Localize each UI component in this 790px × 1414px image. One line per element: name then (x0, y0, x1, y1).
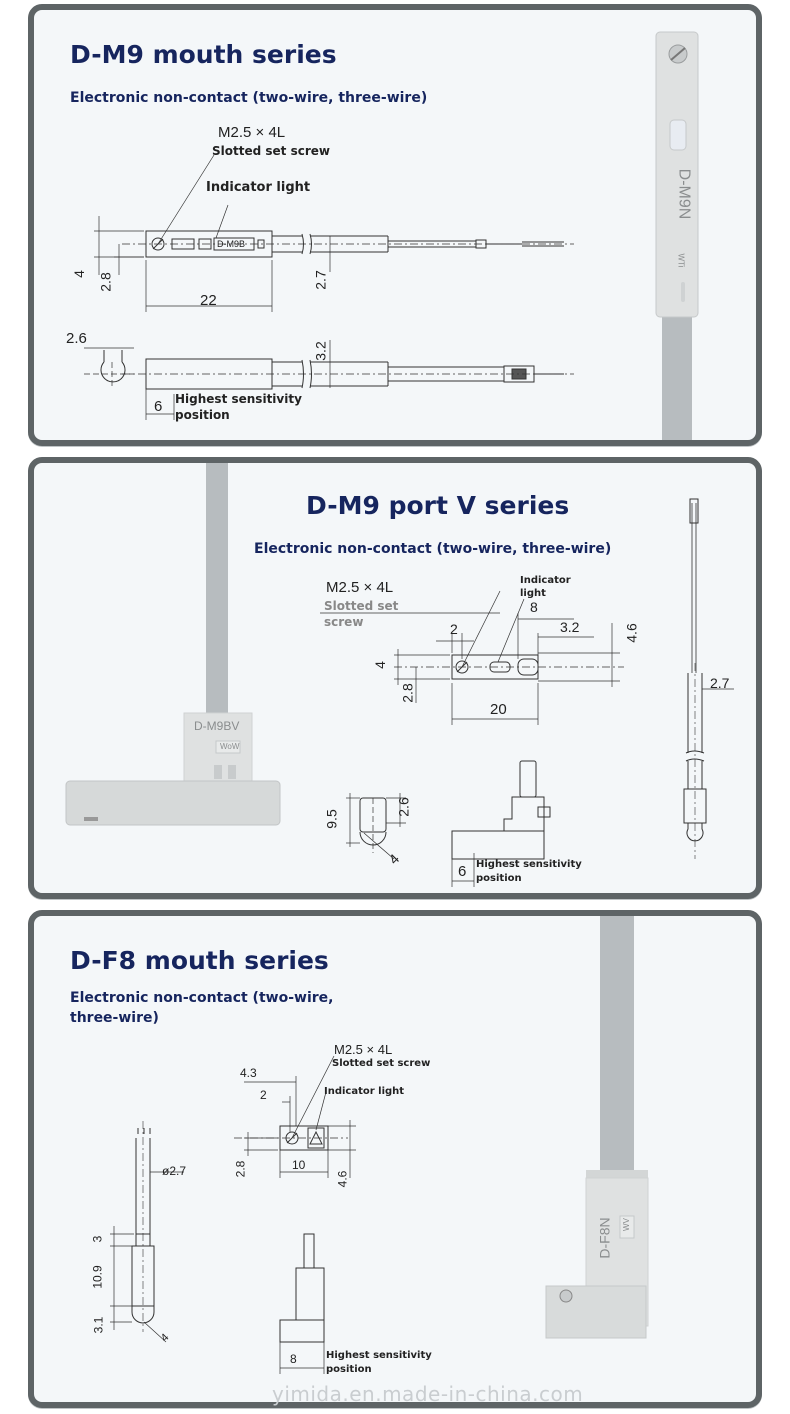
product-model-text: D-M9N (675, 168, 693, 220)
panel-subtitle: Electronic non-contact (two-wire, three-… (254, 541, 612, 557)
dim-4: 4 (371, 661, 388, 669)
dim-3-1: 3.1 (91, 1316, 106, 1334)
sensor-body-top-view (279, 1125, 329, 1151)
dim-4-6: 4.6 (623, 623, 640, 643)
screw-name-label-2: screw (324, 615, 364, 629)
dim-2: 2 (260, 1088, 267, 1102)
product-sub-text: WTi (676, 253, 686, 268)
dimension-drawing (84, 31, 699, 440)
dim-20: 20 (490, 701, 507, 718)
indicator-light-label: Indicator light (324, 1086, 405, 1097)
panel-d-m9-port-v: D-M9 port V series Electronic non-contac… (28, 457, 762, 899)
dim-2-6: 2.6 (395, 797, 412, 817)
panel-d-m9-mouth: D-M9 mouth series Electronic non-contact… (28, 4, 762, 446)
dim-8: 8 (530, 599, 538, 615)
panel-d-f8-mouth: D-F8 mouth series Electronic non-contact… (28, 910, 762, 1408)
panel-subtitle: Electronic non-contact (two-wire, three-… (70, 90, 428, 106)
dim-3: 3 (90, 1235, 105, 1243)
dim-2-8: 2.8 (233, 1160, 248, 1178)
screw-name-label: Slotted set screw (212, 144, 330, 158)
sensitivity-label-1: Highest sensitivity (326, 1350, 432, 1361)
product-photo-d-m9n (655, 31, 699, 440)
dim-2-6: 2.6 (66, 330, 87, 347)
sensitivity-label-2: position (476, 873, 522, 884)
screw-spec-label: M2.5 × 4L (334, 1042, 393, 1057)
model-mark-text: D-M9B (217, 239, 246, 249)
sensitivity-label-2: position (175, 408, 230, 422)
panel-subtitle-2: three-wire) (70, 1010, 159, 1026)
sensitivity-label-1: Highest sensitivity (476, 859, 582, 870)
panel-title: D-M9 port V series (306, 491, 570, 520)
watermark: yimida.en.made-in-china.com (272, 1382, 584, 1406)
dim-22: 22 (200, 292, 217, 309)
dim-2-8: 2.8 (97, 272, 114, 292)
dim-3-2: 3.2 (312, 341, 329, 361)
dim-6: 6 (458, 863, 467, 880)
screw-name-label: Slotted set screw (332, 1058, 431, 1069)
dim-8: 8 (290, 1352, 297, 1366)
product-sub-text: WoW (220, 742, 240, 751)
product-photo-d-f8n (545, 916, 649, 1339)
indicator-light-label: Indicator light (206, 180, 311, 195)
indicator-light-label-2: light (520, 588, 546, 599)
dim-2-7: 2.7 (312, 270, 329, 290)
dim-3-2: 3.2 (560, 619, 580, 635)
dim-2: 2 (450, 621, 458, 637)
dim-9-5: 9.5 (323, 809, 340, 829)
product-sub-text: WV (621, 1218, 631, 1231)
dim-4-3: 4.3 (240, 1066, 257, 1080)
dim-10-9: 10.9 (90, 1265, 105, 1289)
panel-title: D-M9 mouth series (70, 40, 337, 69)
screw-spec-label: M2.5 × 4L (326, 579, 394, 596)
dim-2-8: 2.8 (399, 683, 416, 703)
dim-4-6: 4.6 (335, 1170, 350, 1188)
indicator-light-label-1: Indicator (520, 575, 571, 586)
dim-2-7: 2.7 (710, 675, 730, 691)
dim-10: 10 (292, 1158, 306, 1172)
product-model-text: D-F8N (596, 1217, 613, 1259)
dimension-drawing (65, 463, 734, 887)
panel-title: D-F8 mouth series (70, 946, 329, 975)
dim-4: 4 (70, 270, 87, 278)
screw-name-label-1: Slotted set (324, 599, 399, 613)
dim-diameter-2-7: ø2.7 (162, 1164, 187, 1178)
sensitivity-label-2: position (326, 1364, 372, 1375)
screw-spec-label: M2.5 × 4L (218, 124, 286, 141)
dimension-drawing (110, 916, 649, 1374)
product-photo-d-m9bv (65, 463, 281, 826)
sensitivity-label-1: Highest sensitivity (175, 392, 302, 406)
dim-6: 6 (154, 398, 163, 415)
panel-subtitle-1: Electronic non-contact (two-wire, (70, 990, 334, 1006)
set-screw-symbol (151, 237, 165, 251)
product-model-text: D-M9BV (194, 719, 240, 733)
